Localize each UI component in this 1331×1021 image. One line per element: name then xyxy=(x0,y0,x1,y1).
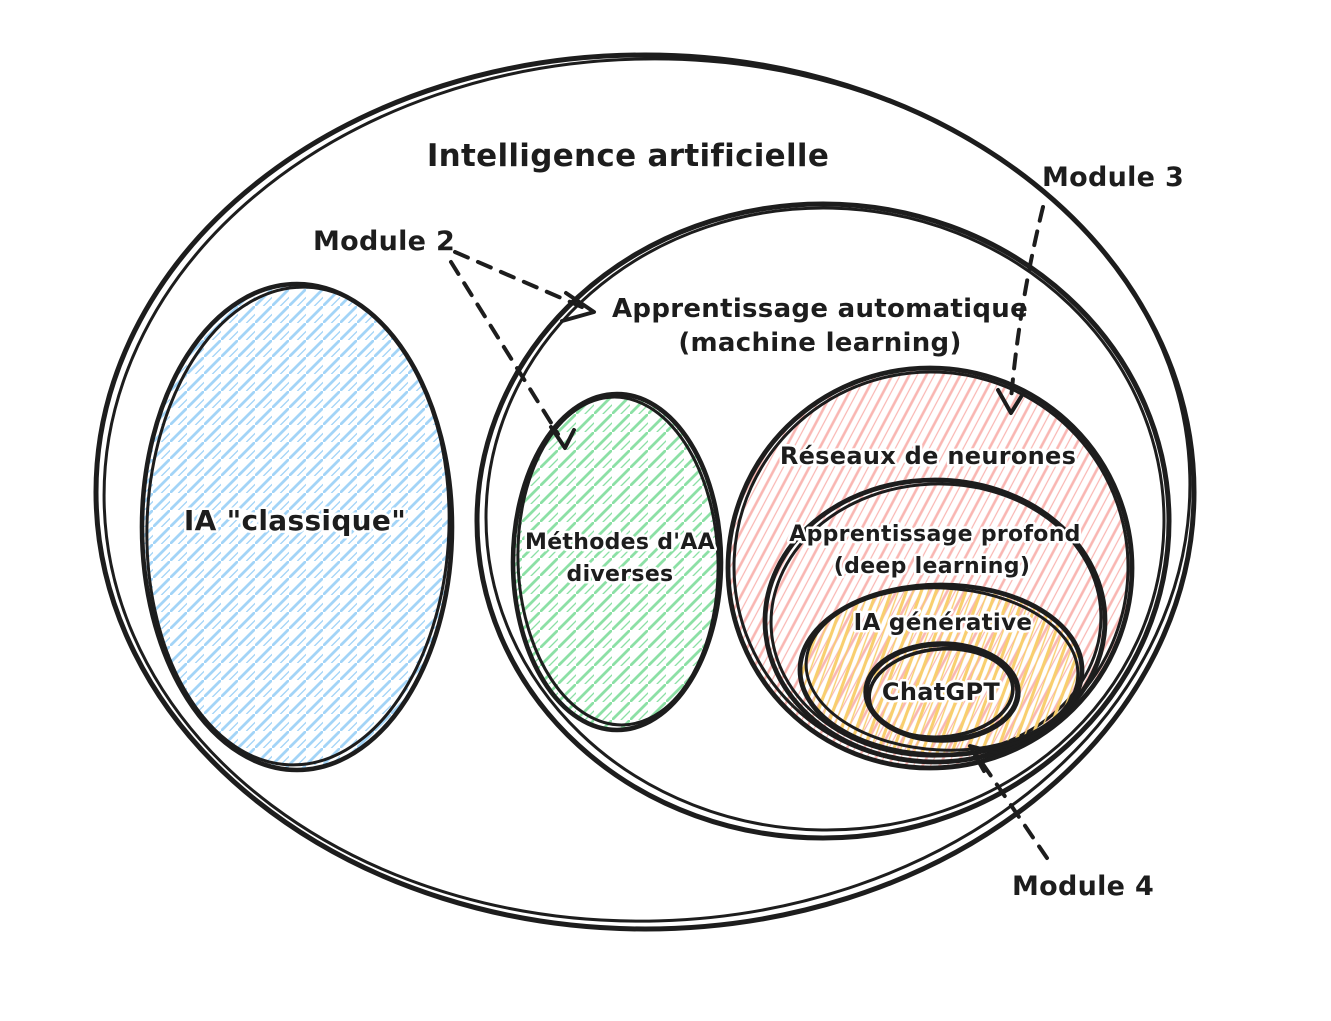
classic-ai-hatch-fill xyxy=(142,284,452,770)
intelligence-artificielle-ellipse xyxy=(93,52,1197,932)
module2-arrow-to-aa-methods xyxy=(449,260,560,436)
module2-arrowhead-aa-methods xyxy=(549,425,576,450)
set-aa-methods: Méthodes d'AA diverses xyxy=(510,391,724,733)
aa-methods-label: Méthodes d'AA xyxy=(525,530,715,555)
deep-learning-label: Apprentissage profond xyxy=(789,522,1080,547)
generative-ai-ellipse-sketch xyxy=(804,586,1080,752)
classic-ai-ellipse-sketch xyxy=(145,285,451,767)
neural-networks-ellipse xyxy=(725,365,1135,771)
chatgpt-label: ChatGPT xyxy=(882,678,1000,706)
set-chatgpt: ChatGPT xyxy=(863,641,1021,743)
module4-label: Module 4 xyxy=(1012,871,1154,902)
module4-arrow-to-generative-ai xyxy=(974,752,1049,860)
neural-networks-label: Réseaux de neurones xyxy=(780,442,1076,470)
set-deep-learning: Apprentissage profond (deep learning) xyxy=(762,477,1108,765)
module2-arrowhead-machine-learning xyxy=(560,291,596,323)
aa-methods-ellipse-sketch xyxy=(516,395,720,727)
annotation-module4: Module 4 xyxy=(968,744,1154,902)
module3-label: Module 3 xyxy=(1042,162,1184,193)
set-machine-learning: Apprentissage automatique (machine learn… xyxy=(474,201,1172,841)
set-intelligence-artificielle: Intelligence artificielle xyxy=(93,52,1197,932)
module3-arrowhead-neural-networks xyxy=(996,388,1026,415)
deep-learning-ellipse xyxy=(762,477,1108,765)
intelligence-artificielle-label: Intelligence artificielle xyxy=(427,138,829,174)
annotation-module3: Module 3 xyxy=(996,162,1184,415)
machine-learning-ellipse xyxy=(474,201,1172,841)
classic-ai-ellipse xyxy=(139,281,455,773)
machine-learning-label: Apprentissage automatique xyxy=(612,294,1028,324)
aa-methods-sublabel: diverses xyxy=(567,562,674,587)
classic-ai-label: IA "classique" xyxy=(184,504,406,537)
machine-learning-sublabel: (machine learning) xyxy=(678,328,961,358)
set-generative-ai: IA générative xyxy=(797,582,1085,758)
deep-learning-sublabel: (deep learning) xyxy=(834,554,1030,579)
module2-arrow-to-machine-learning xyxy=(453,250,584,309)
module4-arrowhead-generative-ai xyxy=(968,744,999,773)
module2-label: Module 2 xyxy=(313,226,455,257)
module3-arrow-to-neural-networks xyxy=(1009,205,1045,402)
aa-methods-hatch-fill xyxy=(513,394,721,730)
chatgpt-ellipse-sketch xyxy=(867,646,1015,740)
aa-methods-ellipse xyxy=(510,391,724,733)
intelligence-artificielle-ellipse-sketch xyxy=(102,57,1192,923)
set-classic-ai: IA "classique" xyxy=(139,281,455,773)
machine-learning-ellipse-sketch xyxy=(484,206,1166,832)
annotation-module2: Module 2 xyxy=(313,226,596,450)
chatgpt-ellipse xyxy=(863,641,1021,743)
generative-ai-ellipse xyxy=(797,582,1085,758)
generative-ai-label: IA générative xyxy=(854,610,1033,636)
